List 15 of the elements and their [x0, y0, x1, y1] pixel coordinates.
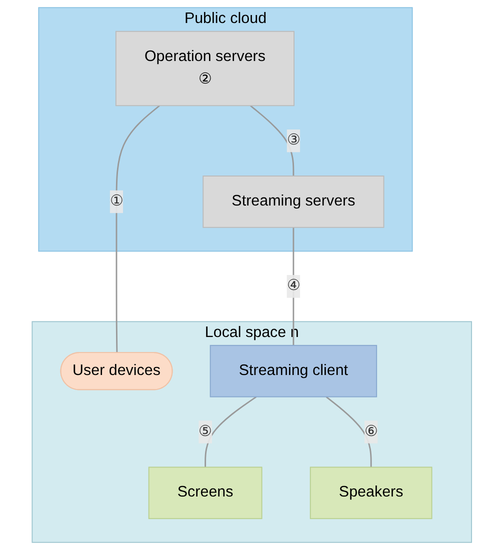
connector	[204, 396, 257, 468]
edge-label: ⑤	[198, 423, 212, 440]
edge-label: ①	[110, 193, 124, 210]
edge-label: ④	[286, 278, 300, 294]
connector	[116, 105, 160, 354]
node-box: Streaming client	[210, 344, 378, 398]
connector	[326, 396, 372, 468]
connector	[292, 227, 294, 346]
edge-label: ③	[286, 132, 300, 148]
edge-label: ⑥	[364, 423, 378, 440]
connector	[250, 105, 294, 176]
node-box: Speakers	[310, 466, 432, 520]
node-box: Screens	[148, 466, 262, 520]
node-box: Operation servers ②	[116, 30, 295, 106]
node-box: Streaming servers	[202, 176, 384, 228]
